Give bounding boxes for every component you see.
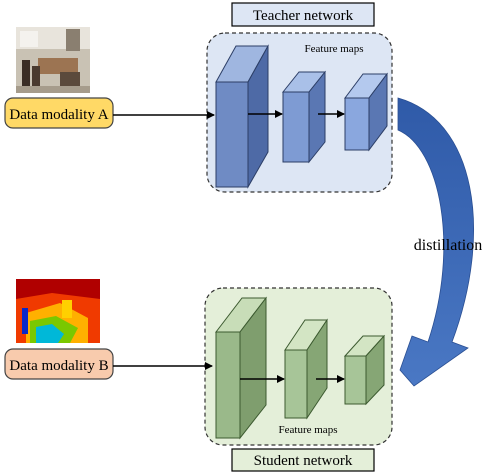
teacher-feature-block-1 bbox=[215, 44, 269, 189]
modality-a-box: Data modality A bbox=[4, 97, 114, 129]
teacher-title: Teacher network bbox=[253, 8, 354, 24]
student-feature-block-2 bbox=[284, 318, 328, 420]
teacher-feature-block-2 bbox=[281, 70, 327, 164]
student-title: Student network bbox=[254, 453, 353, 469]
student-feature-maps-label: Feature maps bbox=[279, 424, 338, 436]
modality-b-depth-image bbox=[16, 279, 100, 343]
teacher-feature-block-3 bbox=[344, 72, 388, 152]
student-feature-block-3 bbox=[343, 334, 386, 406]
modality-a-image bbox=[16, 27, 90, 93]
teacher-feature-maps-label: Feature maps bbox=[305, 43, 364, 55]
distillation-arrow bbox=[397, 97, 474, 387]
student-title-box: Student network bbox=[231, 448, 375, 472]
teacher-title-box: Teacher network bbox=[231, 2, 375, 27]
distillation-label: distillation bbox=[414, 237, 482, 254]
modality-a-label: Data modality A bbox=[9, 107, 108, 123]
modality-b-label: Data modality B bbox=[9, 358, 108, 374]
modality-b-box: Data modality B bbox=[4, 348, 114, 380]
student-feature-block-1 bbox=[214, 296, 268, 440]
